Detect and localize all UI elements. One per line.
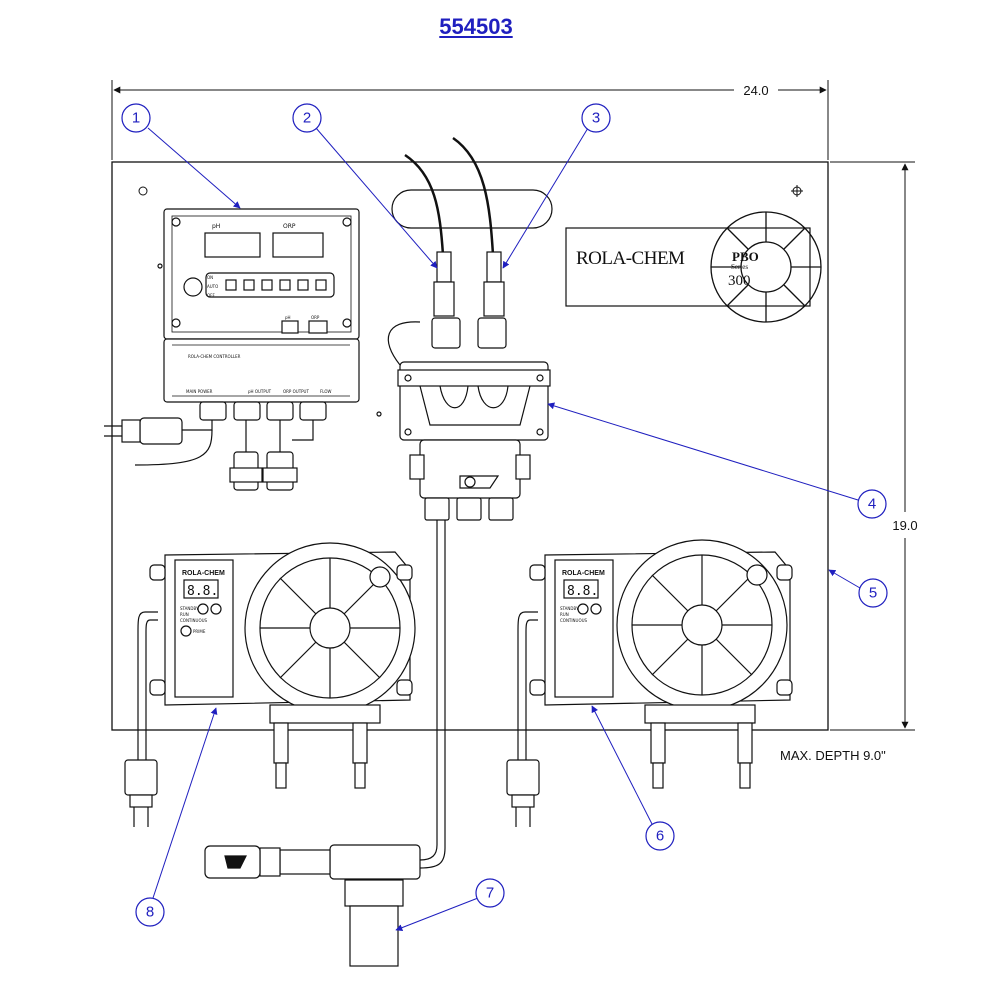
controller-label-off: OFF (207, 293, 215, 298)
controller-label-on: ON (207, 275, 213, 280)
controller-display-right-label: ORP (283, 223, 296, 230)
pump-right-label-2: RUN (560, 612, 569, 617)
ph-probe (404, 153, 455, 317)
svg-text:7: 7 (486, 885, 494, 902)
pump-right-label-1: STANDBY (560, 606, 579, 611)
handle-slot (391, 189, 553, 229)
logo-model: 300 (728, 273, 751, 289)
callout-balloon-2: 2 (292, 103, 322, 133)
logo-series-line1: PBO (732, 249, 759, 264)
controller-display-left-label: pH (212, 223, 220, 230)
width-dimension (111, 80, 829, 160)
pump-left (124, 542, 416, 827)
sample-line (419, 520, 446, 869)
svg-text:1: 1 (132, 110, 140, 127)
svg-text:3: 3 (592, 110, 600, 127)
callout-balloon-7: 7 (475, 878, 505, 908)
controller-button-orp-label: ORP (311, 315, 320, 320)
height-dimension-label: 19.0 (892, 518, 917, 533)
pump-left-button-label: PRIME (193, 629, 206, 634)
callout-balloon-8: 8 (135, 897, 165, 927)
svg-text:2: 2 (303, 110, 311, 127)
controller-power-cord (104, 417, 213, 466)
pump-right-display: 8.8. (567, 584, 598, 599)
controller-label-auto: AUTO (207, 284, 218, 289)
height-dimension (830, 161, 915, 731)
pump-right (506, 539, 793, 827)
rola-chem-logo-plate: ROLA-CHEM PBO Series 300 (565, 211, 822, 323)
filter-assembly (204, 844, 421, 967)
pump-right-brand: ROLA-CHEM (562, 570, 605, 577)
controller-port-2-label: pH OUTPUT (248, 389, 272, 394)
logo-brand-text: ROLA-CHEM (576, 248, 685, 269)
pump-left-label-3: CONTINUOUS (180, 618, 208, 623)
svg-text:6: 6 (656, 828, 664, 845)
pump-left-label-1: STANDBY (180, 606, 199, 611)
controller-cable-glands (199, 401, 327, 421)
callout-balloon-5: 5 (858, 578, 888, 608)
callout-balloon-6: 6 (645, 821, 675, 851)
svg-text:5: 5 (869, 585, 877, 602)
controller-port-1-label: MAIN POWER (186, 389, 213, 394)
controller-unit (157, 208, 360, 403)
svg-text:8: 8 (146, 904, 154, 921)
controller-port-4-label: FLOW (320, 389, 332, 394)
logo-series-line2: Series (731, 263, 748, 271)
svg-text:4: 4 (868, 496, 876, 513)
controller-panel-caption: ROLA-CHEM CONTROLLER (188, 354, 241, 359)
pump-right-label-3: CONTINUOUS (560, 618, 588, 623)
callout-balloon-3: 3 (581, 103, 611, 133)
pump-left-label-2: RUN (180, 612, 189, 617)
flow-cell (376, 317, 551, 521)
callout-leaders (147, 127, 861, 931)
callout-balloon-1: 1 (121, 103, 151, 133)
controller-button-ph-label: pH (285, 315, 291, 320)
mounting-hole-right (791, 185, 803, 197)
mounting-hole-left (138, 186, 148, 196)
pump-left-brand: ROLA-CHEM (182, 570, 225, 577)
width-dimension-label: 24.0 (743, 83, 768, 98)
controller-output-receptacles (229, 420, 314, 491)
callout-balloon-4: 4 (857, 489, 887, 519)
pump-left-display: 8.8. (187, 584, 218, 599)
controller-port-3-label: ORP OUTPUT (283, 389, 309, 394)
orp-probe (452, 136, 505, 317)
max-depth-note: MAX. DEPTH 9.0" (780, 748, 886, 763)
part-number-title: 554503 (439, 14, 513, 39)
